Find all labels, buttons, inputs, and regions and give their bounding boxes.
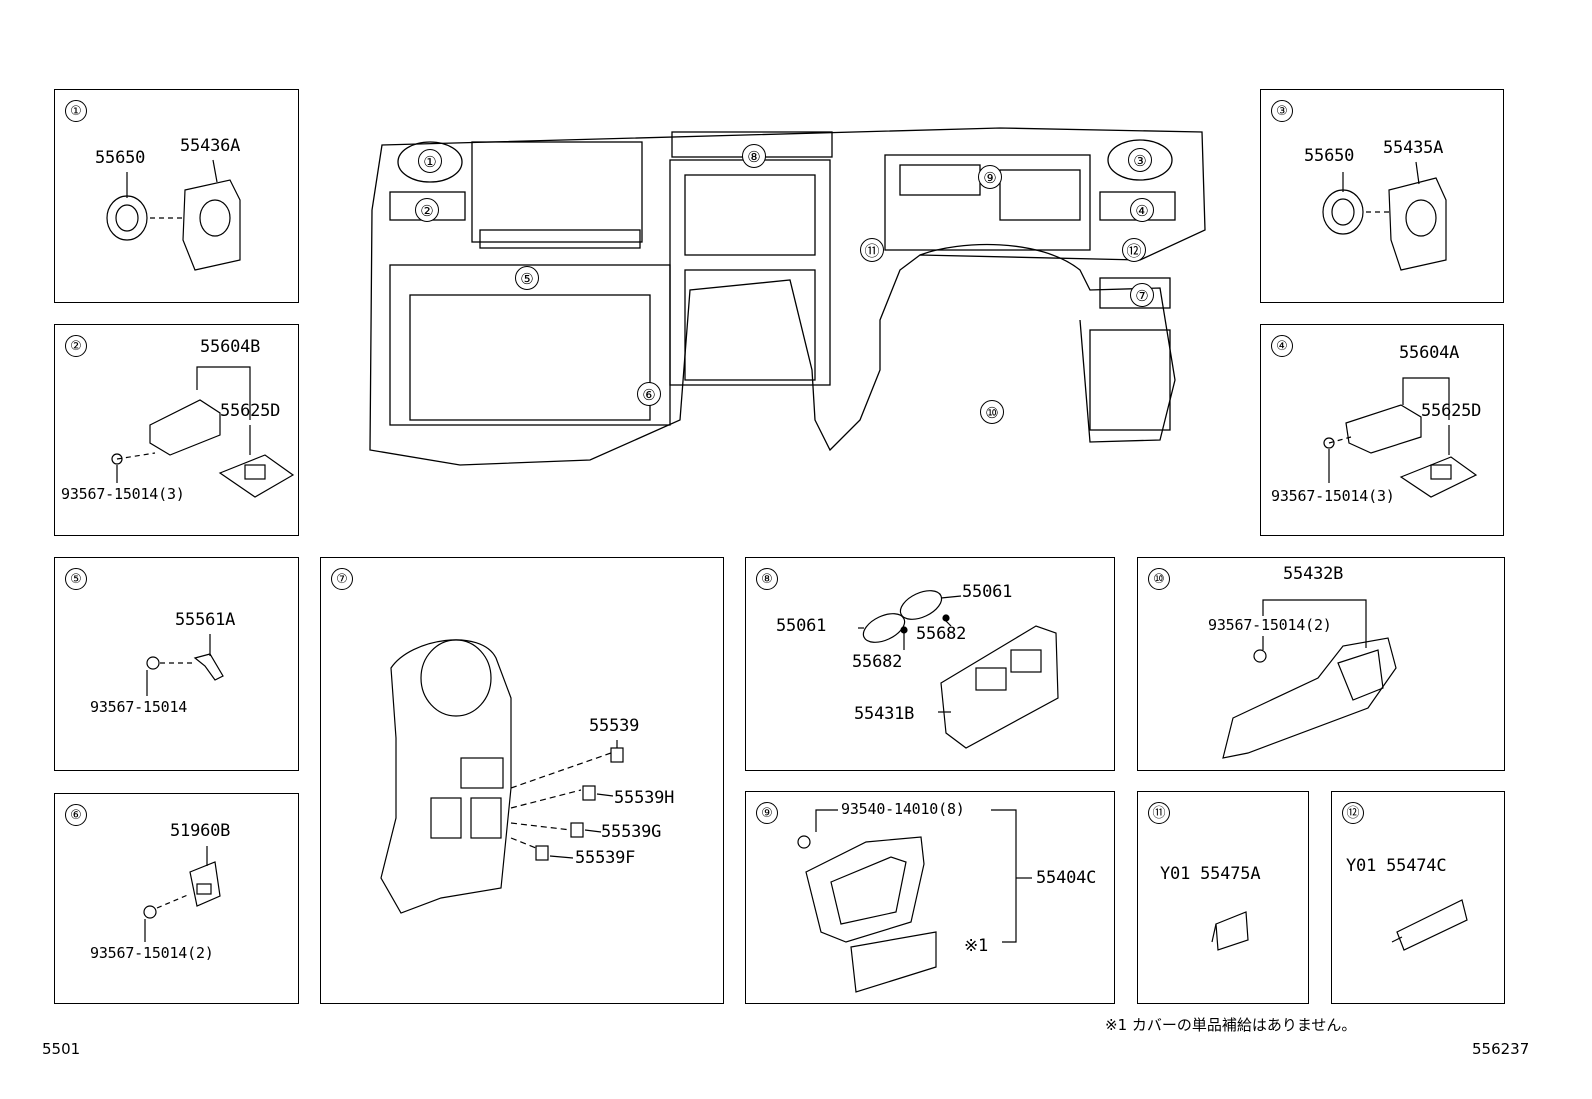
panel-1: ① 55650 55436A xyxy=(54,89,299,303)
part-sketch xyxy=(111,366,295,498)
part-label: 55604B xyxy=(200,337,261,357)
part-sketch xyxy=(1322,161,1447,271)
part-label: 55436A xyxy=(180,136,241,156)
part-label: 55682 xyxy=(852,652,903,672)
part-label: 55539H xyxy=(614,788,675,808)
panel-11: ⑪ Y01 55475A xyxy=(1137,791,1309,1004)
part-sketch xyxy=(143,846,221,942)
part-label: 93567-15014(3) xyxy=(1271,487,1395,505)
callout-2: ② xyxy=(415,198,439,222)
callout-5: ⑤ xyxy=(515,266,539,290)
panel-5: ⑤ 55561A 93567-15014 xyxy=(54,557,299,771)
part-sketch xyxy=(380,639,624,914)
panel-number: ② xyxy=(65,335,87,357)
callout-10: ⑩ xyxy=(980,400,1004,424)
panel-6: ⑥ 51960B 93567-15014(2) xyxy=(54,793,299,1004)
panel-number: ⑤ xyxy=(65,568,87,590)
panel-number: ③ xyxy=(1271,100,1293,122)
part-sketch xyxy=(146,634,224,696)
callout-6: ⑥ xyxy=(637,382,661,406)
page-code-right: 556237 xyxy=(1472,1040,1530,1058)
panel-7: ⑦ 55539 55539H 55539G 55539F xyxy=(320,557,724,1004)
main-assembly-outline xyxy=(369,127,1206,466)
part-label: 93540-14010(8) xyxy=(841,800,965,818)
part-label: 55061 xyxy=(962,582,1013,602)
panel-number: ⑪ xyxy=(1148,802,1170,824)
part-sketch xyxy=(858,590,1059,749)
main-assembly: ① ② ③ ④ ⑤ ⑥ ⑦ ⑧ ⑨ ⑩ ⑪ ⑫ xyxy=(360,120,1210,490)
footnote: ※1 カバーの単品補給はありません。 xyxy=(1105,1016,1357,1034)
callout-1: ① xyxy=(418,149,442,173)
panel-number: ④ xyxy=(1271,335,1293,357)
part-label: 55432B xyxy=(1283,564,1344,584)
part-label: 55604A xyxy=(1399,343,1460,363)
panel-number: ⑧ xyxy=(756,568,778,590)
part-label: 55431B xyxy=(854,704,915,724)
callout-3: ③ xyxy=(1128,148,1152,172)
part-label: 55650 xyxy=(1304,146,1355,166)
panel-number: ① xyxy=(65,100,87,122)
panel-12: ⑫ Y01 55474C xyxy=(1331,791,1505,1004)
part-sketch xyxy=(1323,377,1478,498)
part-label: 55539F xyxy=(575,848,636,868)
callout-8: ⑧ xyxy=(742,144,766,168)
panel-number: ⑦ xyxy=(331,568,353,590)
part-label: 55435A xyxy=(1383,138,1444,158)
part-sketch xyxy=(106,159,241,271)
part-label: 55561A xyxy=(175,610,236,630)
part-label: 55625D xyxy=(1421,401,1482,421)
part-label: 93567-15014(2) xyxy=(1208,616,1332,634)
page-code-left: 5501 xyxy=(42,1040,81,1058)
part-label: 93567-15014(2) xyxy=(90,944,214,962)
panel-number: ⑫ xyxy=(1342,802,1364,824)
part-label: Y01 55475A xyxy=(1160,864,1261,884)
part-sketch xyxy=(1391,899,1468,951)
part-label: 55061 xyxy=(776,616,827,636)
panel-2: ② 55604B 55625D 93567-15014(3) xyxy=(54,324,299,536)
panel-3: ③ 55650 55435A xyxy=(1260,89,1504,303)
part-sketch xyxy=(797,809,1032,993)
part-label: 55539 xyxy=(589,716,640,736)
panel-8: ⑧ 55061 55061 55682 55682 55431B xyxy=(745,557,1115,771)
callout-4: ④ xyxy=(1130,198,1154,222)
part-label: 93567-15014 xyxy=(90,698,188,716)
part-label: 93567-15014(3) xyxy=(61,485,185,503)
callout-9: ⑨ xyxy=(978,165,1002,189)
panel-number: ⑩ xyxy=(1148,568,1170,590)
panel-9: ⑨ 93540-14010(8) 55404C ※1 xyxy=(745,791,1115,1004)
part-sketch xyxy=(1222,599,1397,759)
panel-10: ⑩ 55432B 93567-15014(2) xyxy=(1137,557,1505,771)
part-sketch xyxy=(1211,911,1249,951)
callout-7: ⑦ xyxy=(1130,283,1154,307)
callout-11: ⑪ xyxy=(860,238,884,262)
part-label: 55650 xyxy=(95,148,146,168)
panel-number: ⑨ xyxy=(756,802,778,824)
part-label: 55404C xyxy=(1036,868,1097,888)
part-label: ※1 xyxy=(964,936,989,956)
part-label: 55539G xyxy=(601,822,662,842)
callout-12: ⑫ xyxy=(1122,238,1146,262)
panel-number: ⑥ xyxy=(65,804,87,826)
panel-4: ④ 55604A 55625D 93567-15014(3) xyxy=(1260,324,1504,536)
part-label: 51960B xyxy=(170,821,231,841)
part-label: Y01 55474C xyxy=(1346,856,1447,876)
part-label: 55682 xyxy=(916,624,967,644)
